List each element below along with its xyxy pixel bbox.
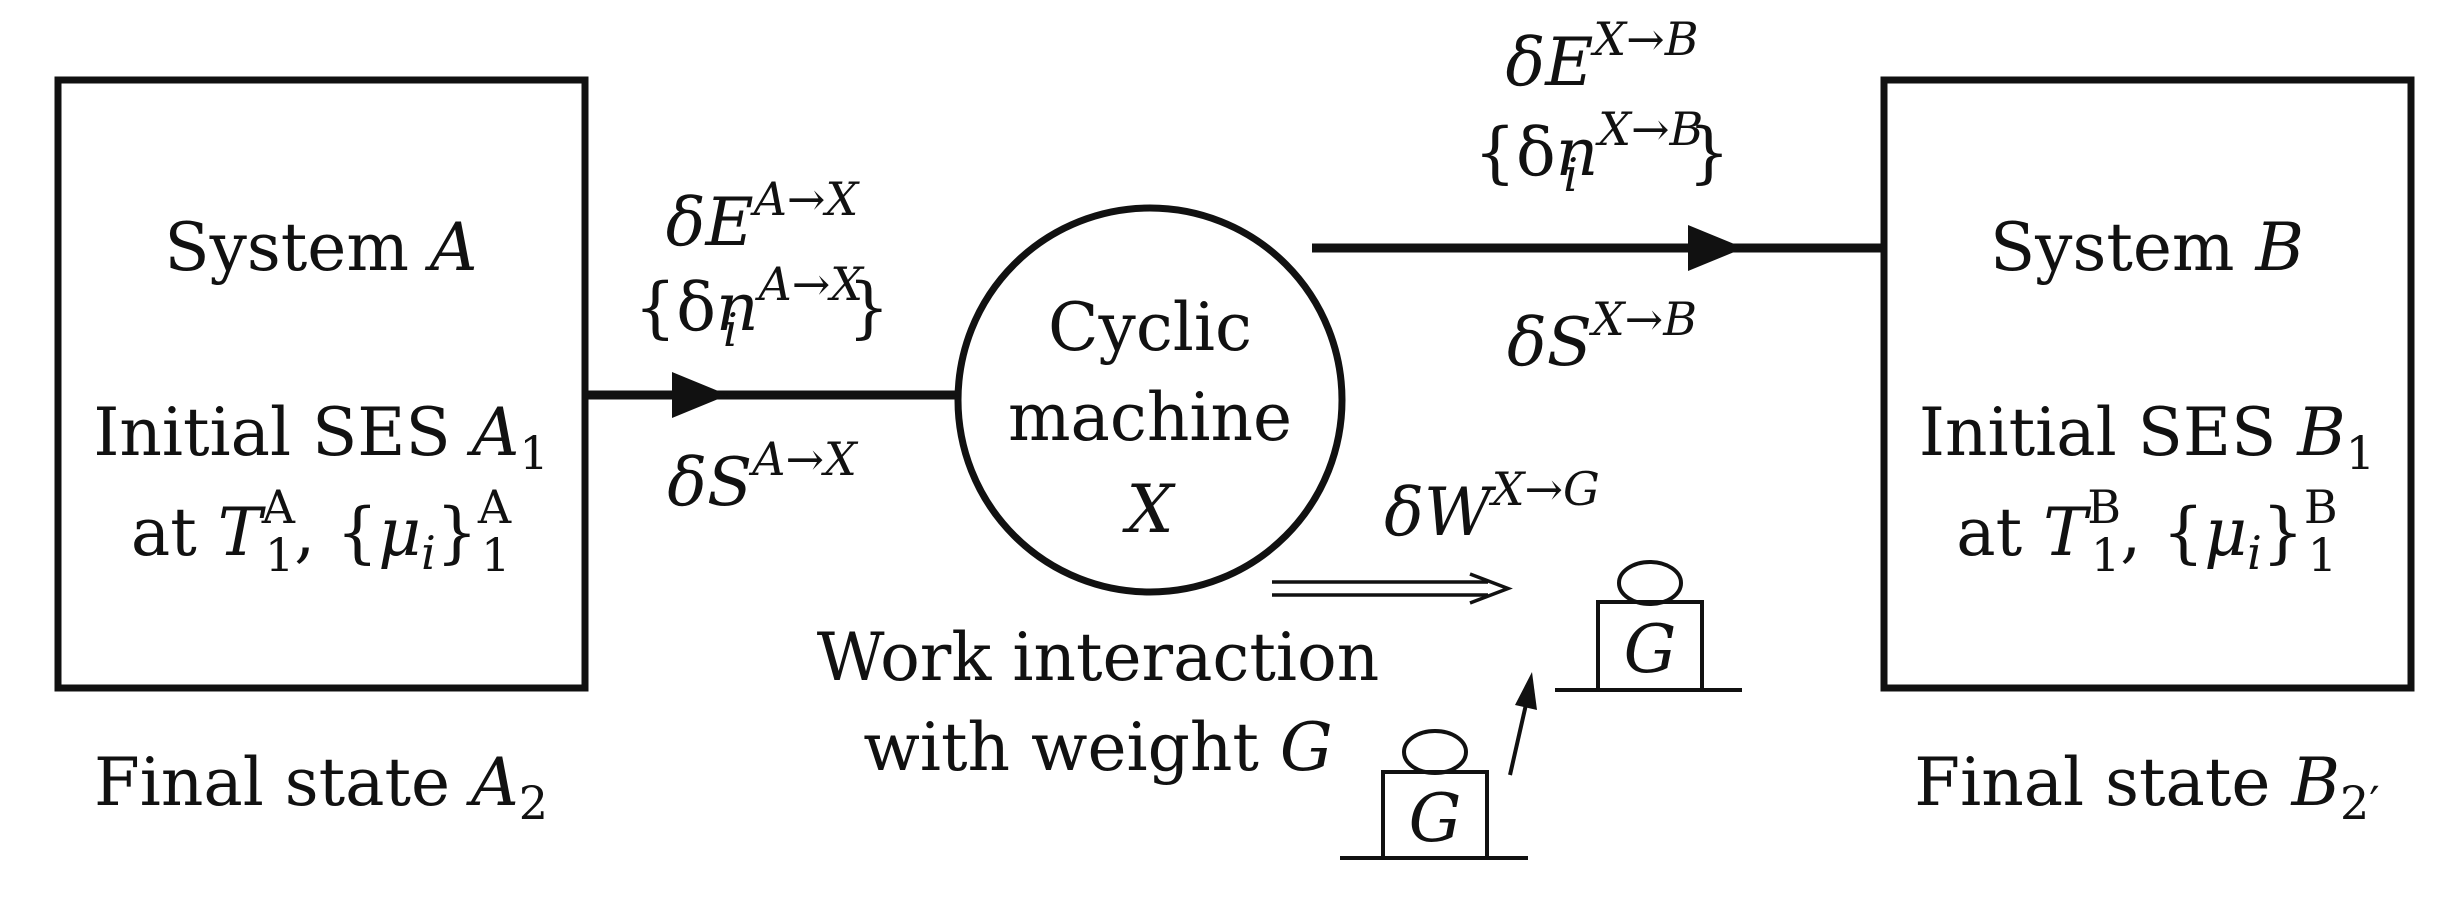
flow-a-to-x-entropy: δSA→X: [667, 432, 859, 521]
flow-x-to-b-energy: δEX→B: [1505, 12, 1698, 101]
lift-arrowhead-icon: [1515, 672, 1537, 710]
machine-line-1: Cyclic: [1048, 289, 1252, 366]
flow-x-to-b-entropy: δSX→B: [1507, 292, 1697, 381]
machine-line-2: machine: [1008, 379, 1292, 456]
work-label: δWX→G: [1384, 462, 1600, 551]
flow-x-to-b-arrowhead-icon: [1688, 225, 1744, 271]
machine-line-3: X: [1122, 471, 1177, 548]
work-caption-line-1: Work interaction: [817, 619, 1380, 696]
system-b-title: System B: [1990, 209, 2304, 286]
lift-arrow-line: [1508, 699, 1529, 776]
cyclic-machine-circle: [954, 204, 1346, 596]
flow-a-to-x-energy: δEA→X: [666, 172, 861, 261]
system-a-initial-state: Initial SES A1: [93, 394, 548, 480]
system-a-final-state: Final state A2: [94, 744, 548, 830]
raised-weight-handle: [1617, 560, 1683, 606]
system-b-final-state: Final state B2′: [1914, 744, 2379, 830]
system-a-box: [54, 76, 589, 692]
flow-a-to-x-arrowhead-icon: [672, 372, 728, 418]
work-caption-line-2: with weight G: [863, 709, 1332, 786]
lowered-weight-label: G: [1409, 780, 1462, 857]
system-b-initial-state: Initial SES B1: [1919, 394, 2375, 480]
raised-weight-label: G: [1624, 611, 1677, 688]
lowered-weight-handle: [1402, 729, 1468, 775]
system-a-title: System A: [164, 209, 477, 286]
system-b-box: [1880, 76, 2415, 692]
work-arrowhead-icon: [1469, 572, 1513, 605]
